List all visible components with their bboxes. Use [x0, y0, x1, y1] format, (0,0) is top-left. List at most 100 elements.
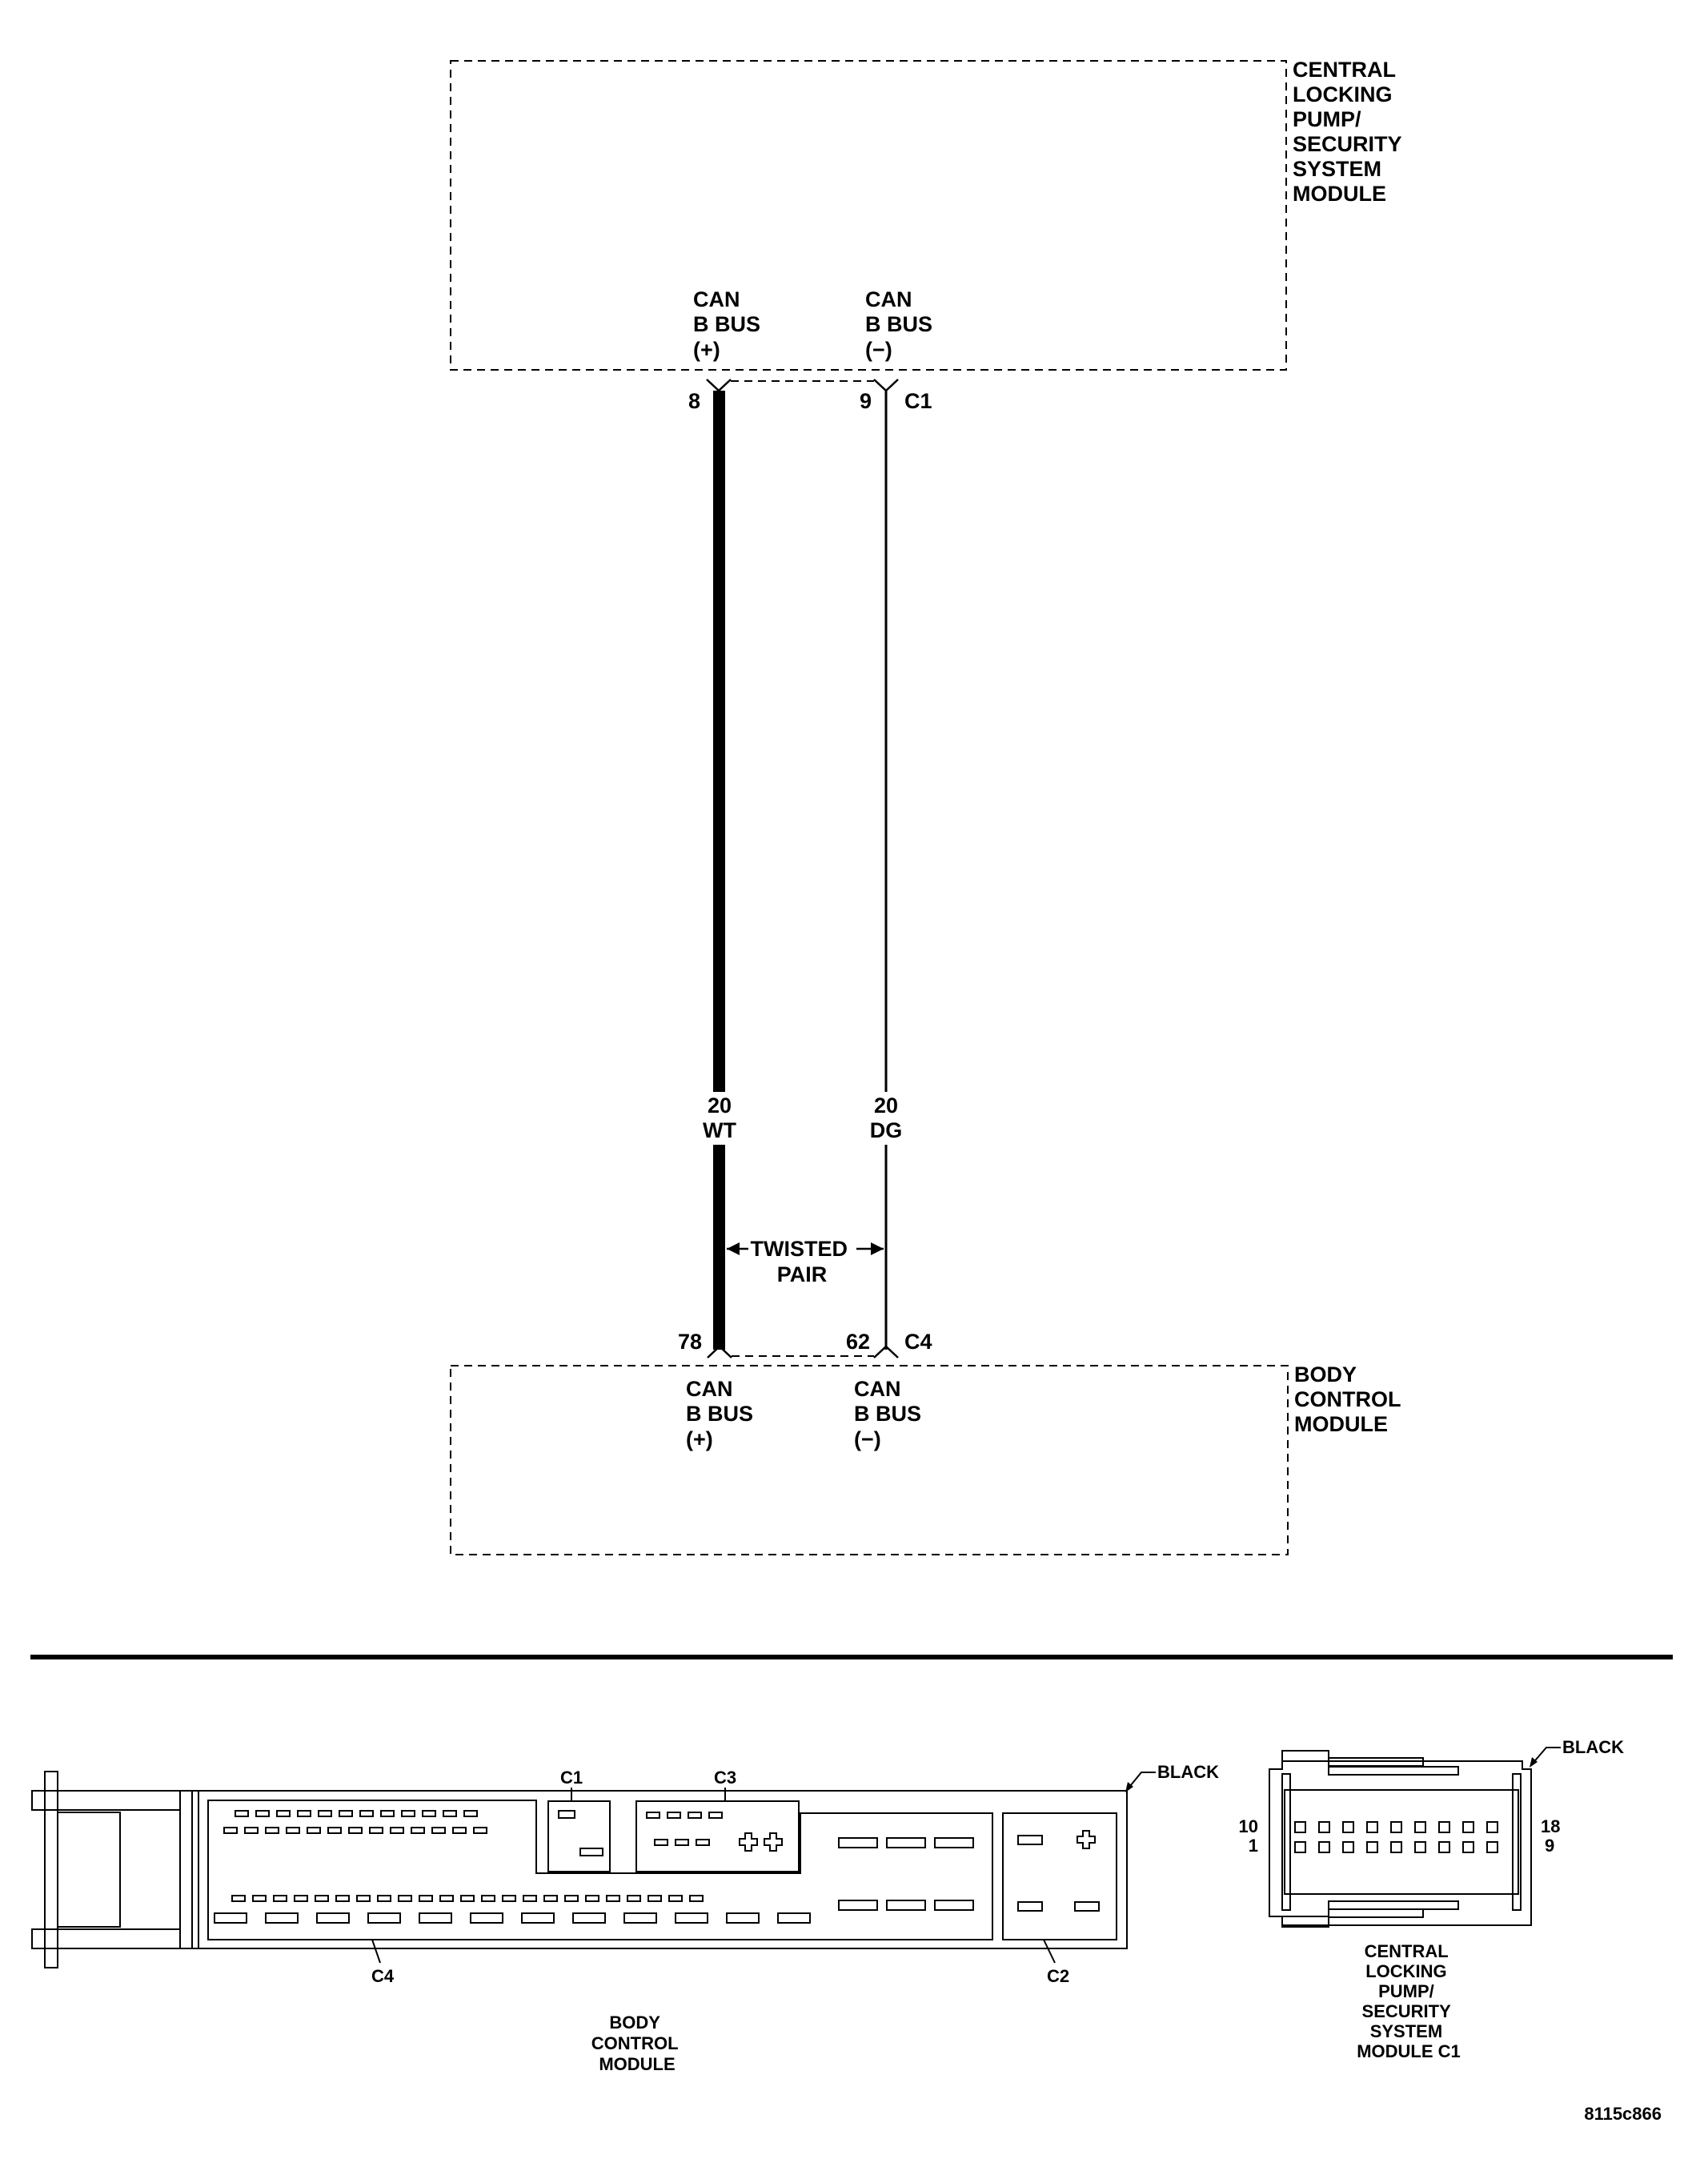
pin-cavity	[1017, 1835, 1043, 1845]
pin-cavity	[1342, 1821, 1354, 1833]
top-module-name: CENTRAL LOCKING PUMP/ SECURITY SYSTEM MO…	[1293, 58, 1408, 206]
pin-cavity	[777, 1912, 811, 1924]
pin-cavity	[244, 1827, 259, 1834]
pin-cavity	[1438, 1841, 1450, 1853]
pin-cavity	[473, 1827, 487, 1834]
pin-cavity	[564, 1895, 579, 1902]
keyed-pin-cavity	[1077, 1830, 1096, 1849]
pin-cavity	[675, 1912, 708, 1924]
pin-cavity	[422, 1810, 436, 1817]
pin-cavity	[318, 1810, 332, 1817]
bcm-c2-leader	[1043, 1939, 1056, 1964]
pin-cavity	[838, 1900, 878, 1911]
bcm-c3-label: C3	[714, 1768, 736, 1788]
pin-cavity	[675, 1839, 689, 1846]
pin-cavity	[214, 1912, 247, 1924]
wire-wt-upper	[713, 391, 725, 1092]
top-connector-id: C1	[904, 389, 932, 413]
pin-cavity	[543, 1895, 558, 1902]
pin-cavity	[1462, 1841, 1474, 1853]
keyed-pin-cavity	[764, 1832, 783, 1852]
pin-cavity	[252, 1895, 267, 1902]
clp-color-label: BLACK	[1562, 1737, 1624, 1757]
pin-cavity	[1294, 1841, 1306, 1853]
pin-cavity	[377, 1895, 391, 1902]
pin-cavity	[315, 1895, 329, 1902]
wire-wt-gauge: 20	[708, 1094, 732, 1118]
bcm-c2-label: C2	[1047, 1966, 1069, 1986]
pin-cavity	[316, 1912, 350, 1924]
pin-cavity	[689, 1895, 704, 1902]
clp-pin-18: 18	[1541, 1816, 1560, 1836]
wire-dg-color: DG	[870, 1118, 903, 1142]
bcm-c4-label: C4	[371, 1966, 395, 1986]
bottom-module-name: BODY CONTROL MODULE	[1294, 1362, 1407, 1436]
pin-cavity	[667, 1812, 681, 1819]
wire-dg-gauge: 20	[874, 1094, 898, 1118]
pin-cavity	[348, 1827, 363, 1834]
pin-cavity	[623, 1912, 657, 1924]
pin-cavity	[481, 1895, 495, 1902]
pin-cavity	[934, 1837, 974, 1848]
top-plus-terminal	[706, 379, 732, 392]
pin-cavity	[359, 1810, 374, 1817]
pin-cavity	[231, 1895, 246, 1902]
pin-cavity	[1414, 1821, 1426, 1833]
pin-cavity	[1318, 1841, 1330, 1853]
pin-cavity	[521, 1912, 555, 1924]
pin-cavity	[1366, 1821, 1378, 1833]
pin-cavity	[648, 1895, 662, 1902]
pin-cavity	[1462, 1821, 1474, 1833]
pin-cavity	[886, 1837, 926, 1848]
clp-pin-1: 1	[1249, 1836, 1258, 1856]
top-pin-minus: 9	[860, 389, 872, 413]
bottom-minus-terminal	[873, 1345, 899, 1358]
pin-cavity	[708, 1812, 723, 1819]
bottom-module-box	[450, 1365, 1289, 1555]
pin-cavity	[1390, 1821, 1402, 1833]
clp-caption: CENTRAL LOCKING PUMP/ SECURITY SYSTEM MO…	[1357, 1941, 1461, 2061]
bottom-plus-terminal	[707, 1345, 732, 1358]
pin-cavity	[273, 1895, 287, 1902]
pin-cavity	[367, 1912, 401, 1924]
pin-cavity	[585, 1895, 599, 1902]
pin-cavity	[523, 1895, 537, 1902]
pin-cavity	[627, 1895, 641, 1902]
pin-cavity	[502, 1895, 516, 1902]
top-can-plus-label: CAN B BUS (+)	[693, 287, 767, 362]
pin-cavity	[1342, 1841, 1354, 1853]
pin-cavity	[390, 1827, 404, 1834]
pin-cavity	[265, 1827, 279, 1834]
pin-cavity	[1366, 1841, 1378, 1853]
top-pin-plus: 8	[688, 389, 700, 413]
pin-cavity	[606, 1895, 620, 1902]
pin-cavity	[470, 1912, 503, 1924]
pin-cavity	[1486, 1841, 1498, 1853]
clp-pin-9: 9	[1545, 1836, 1554, 1856]
pin-cavity	[286, 1827, 300, 1834]
pin-cavity	[276, 1810, 291, 1817]
bcm-c4-leader	[371, 1939, 381, 1964]
pin-cavity	[335, 1895, 350, 1902]
pin-cavity	[726, 1912, 760, 1924]
pin-cavity	[419, 1912, 452, 1924]
pin-cavity	[297, 1810, 311, 1817]
pin-cavity	[696, 1839, 710, 1846]
pin-cavity	[1414, 1841, 1426, 1853]
pin-cavity	[419, 1895, 433, 1902]
wire-wt-lower	[713, 1145, 725, 1350]
clp-pins	[1294, 1821, 1498, 1853]
pin-cavity	[339, 1810, 353, 1817]
pin-cavity	[1390, 1841, 1402, 1853]
top-minus-terminal	[873, 379, 899, 392]
pin-cavity	[654, 1839, 668, 1846]
figure-id: 8115c866	[1584, 2104, 1662, 2124]
pin-cavity	[255, 1810, 270, 1817]
pin-cavity	[1486, 1821, 1498, 1833]
pin-cavity	[369, 1827, 383, 1834]
bottom-pin-plus: 78	[678, 1330, 702, 1354]
bcm-color-arrowhead	[1125, 1782, 1133, 1792]
pin-cavity	[460, 1895, 475, 1902]
pin-cavity	[1438, 1821, 1450, 1833]
pin-cavity	[380, 1810, 395, 1817]
